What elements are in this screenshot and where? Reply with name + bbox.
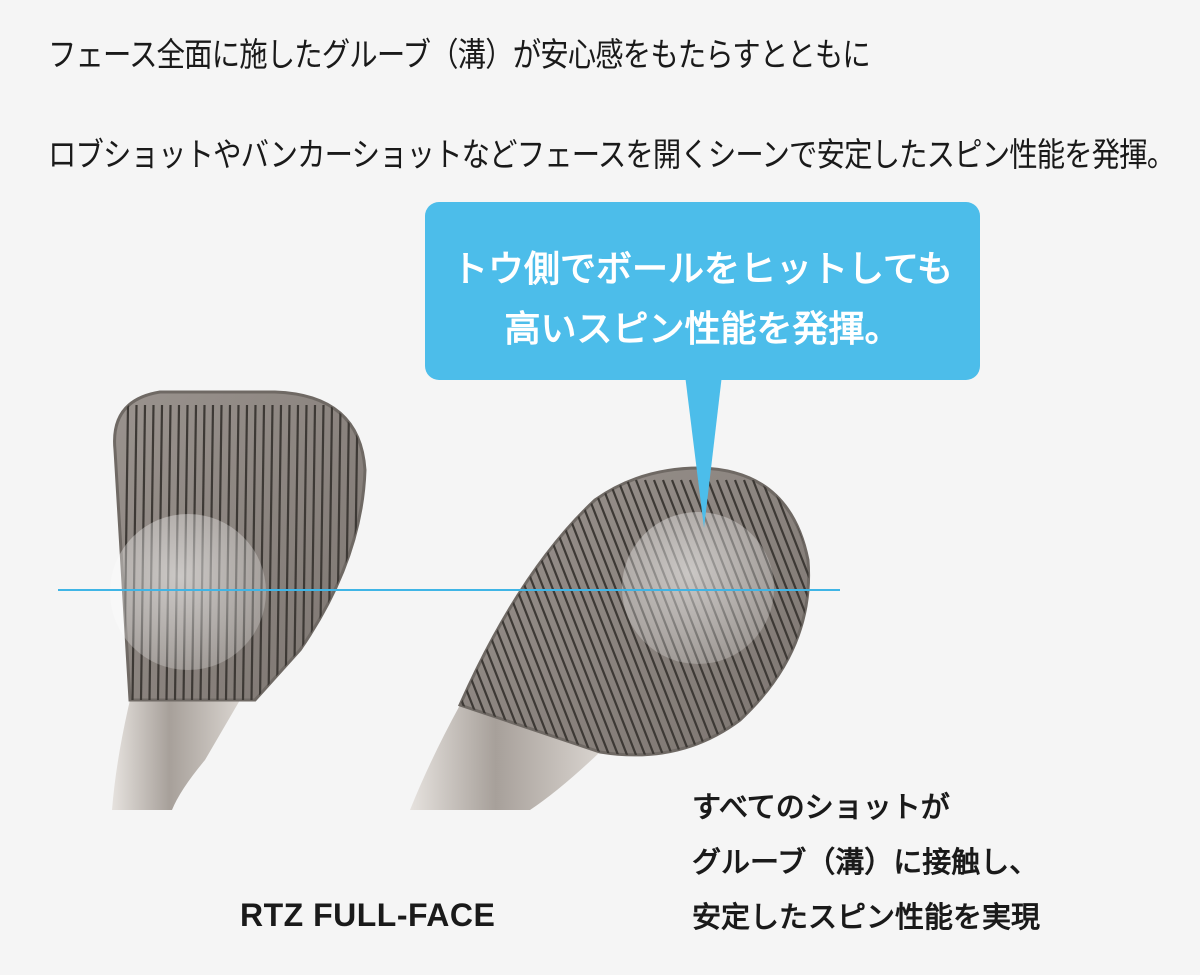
- right-wedge-hosel: [410, 705, 600, 810]
- groove-line: [843, 480, 953, 760]
- groove-line: [852, 480, 962, 760]
- groove-line: [562, 479, 676, 755]
- groove-line: [805, 479, 809, 755]
- groove-line: [879, 480, 989, 760]
- groove-line: [284, 404, 291, 700]
- groove-line: [924, 480, 1034, 760]
- product-name: RTZ FULL-FACE: [240, 897, 496, 933]
- groove-line: [733, 479, 809, 755]
- groove-line: [742, 479, 809, 755]
- groove-line: [769, 479, 809, 755]
- groove-line: [292, 404, 300, 700]
- left-ball-impact: [110, 514, 266, 670]
- groove-line: [348, 480, 458, 760]
- groove-line: [861, 480, 971, 760]
- callout-line-2: 高いスピン性能を発揮。: [504, 309, 901, 350]
- groove-line: [267, 404, 274, 700]
- callout-line-1: トウ側でボールをヒットしても: [451, 249, 954, 290]
- groove-line: [906, 480, 1016, 760]
- groove-line: [796, 479, 809, 755]
- note-line-3: 安定したスピン性能を実現: [692, 900, 1041, 934]
- groove-line: [825, 480, 935, 760]
- right-ball-impact: [622, 512, 774, 664]
- groove-line: [571, 479, 685, 755]
- headline-line-2: ロブショットやバンカーショットなどフェースを開くシーンで安定したスピン性能を発揮…: [48, 135, 1175, 174]
- groove-line: [460, 479, 469, 755]
- callout-pointer: [685, 375, 722, 528]
- groove-line: [460, 479, 514, 755]
- callout-bubble: トウ側でボールをヒットしても 高いスピン性能を発揮。: [425, 202, 980, 380]
- groove-line: [951, 480, 1061, 760]
- groove-line: [834, 480, 944, 760]
- groove-line: [275, 404, 283, 700]
- note-line-2: グルーブ（溝）に接触し、: [692, 845, 1039, 879]
- groove-line: [760, 479, 809, 755]
- groove-line: [816, 480, 926, 760]
- left-wedge-hosel: [112, 700, 240, 810]
- groove-line: [942, 480, 1052, 760]
- groove-line: [870, 480, 980, 760]
- groove-line: [933, 480, 1043, 760]
- groove-line: [915, 480, 1025, 760]
- groove-line: [724, 479, 809, 755]
- groove-line: [258, 404, 266, 700]
- note-line-1: すべてのショットが: [692, 790, 950, 824]
- groove-line: [897, 480, 1007, 760]
- groove-line: [787, 479, 809, 755]
- groove-line: [553, 479, 667, 755]
- headline-line-1: フェース全面に施したグルーブ（溝）が安心感をもたらすとともに: [48, 35, 871, 74]
- feature-note: すべてのショットが グルーブ（溝）に接触し、 安定したスピン性能を実現: [692, 780, 1040, 945]
- groove-line: [888, 480, 998, 760]
